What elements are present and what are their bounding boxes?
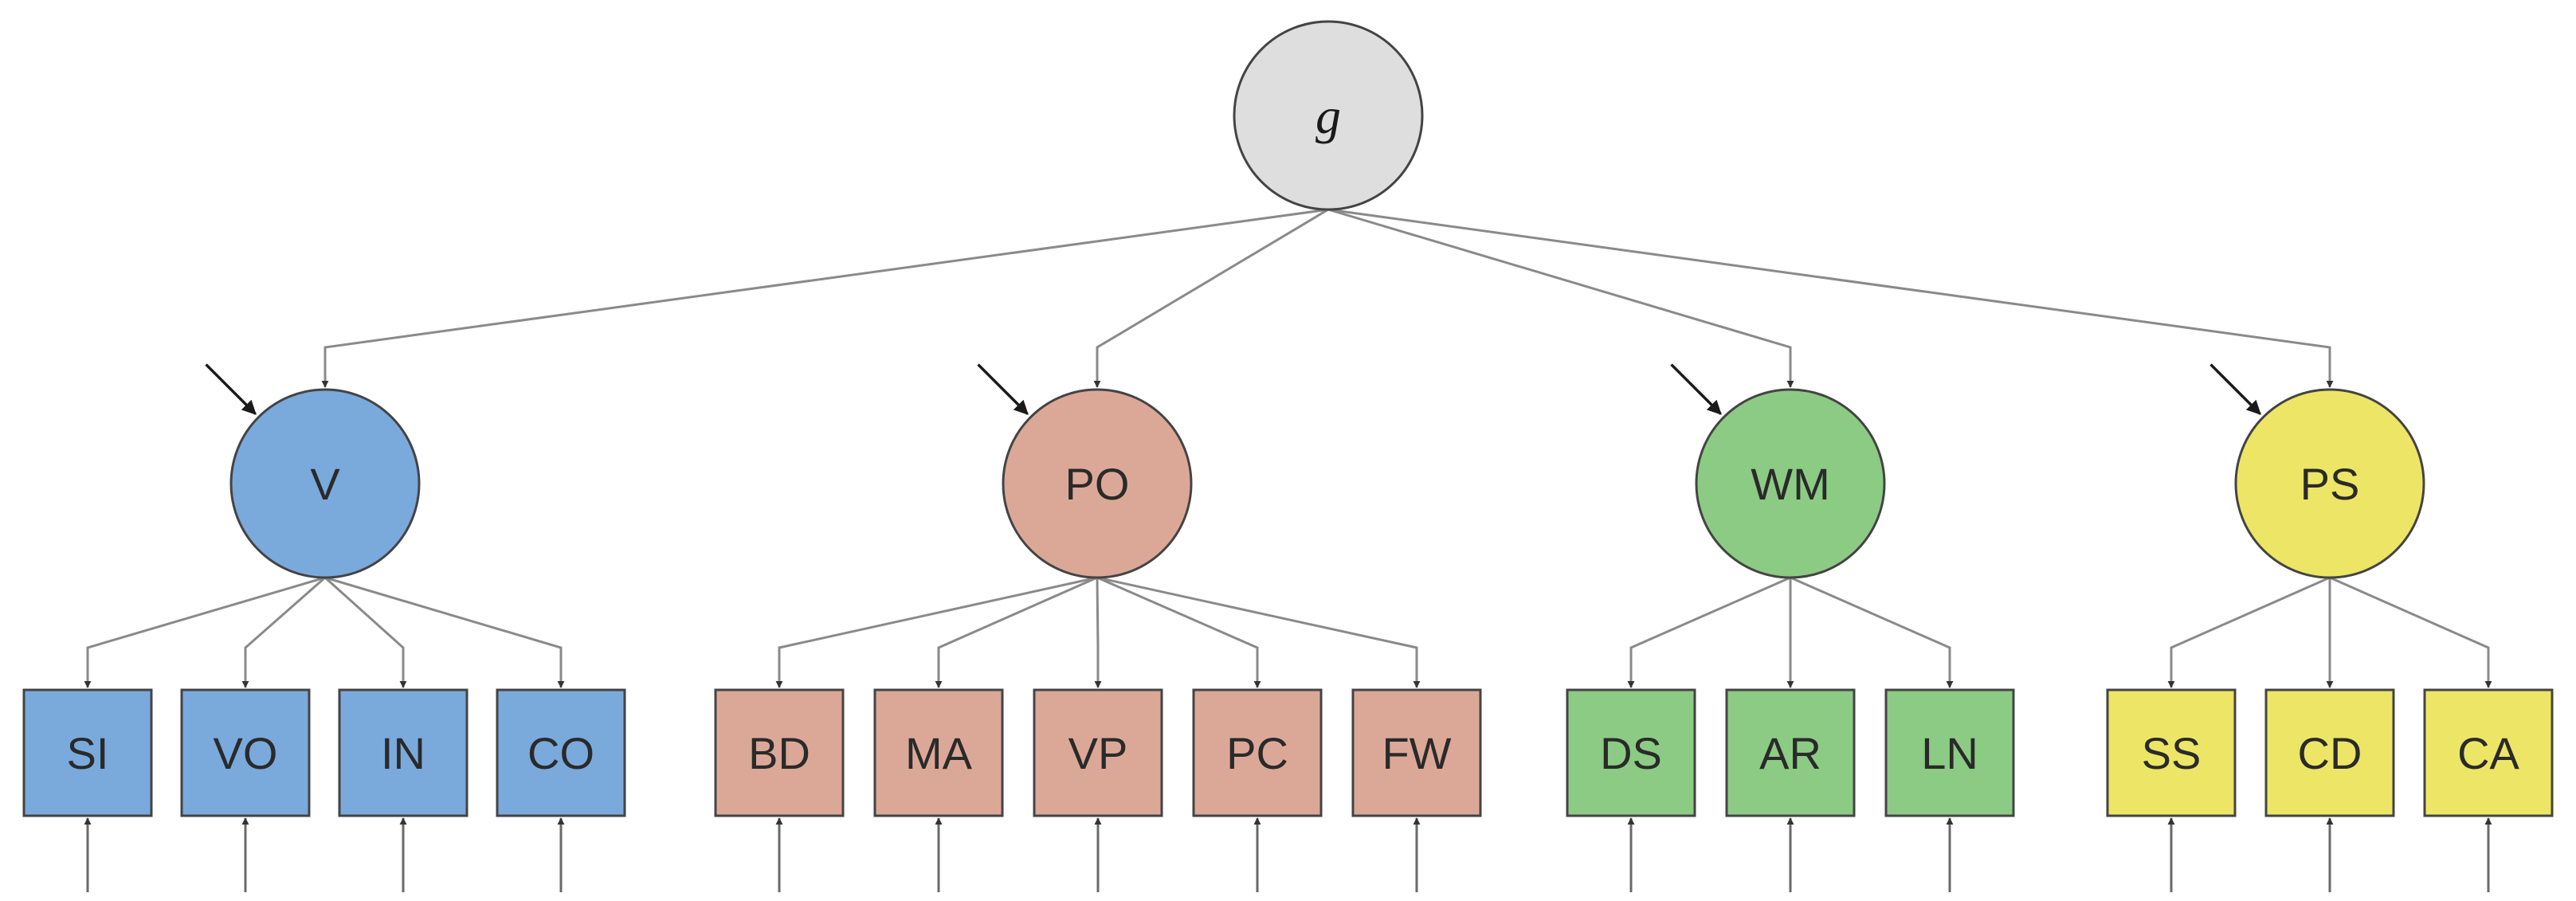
PO-to-BD-edge: [775, 576, 1098, 688]
subtest-label-VP: VP: [1068, 728, 1128, 778]
factor-circle-PS: [2234, 388, 2425, 579]
subtest-box-SS: [2106, 688, 2237, 817]
V-to-VO-edge: [241, 576, 326, 688]
subtest-label-LN: LN: [1921, 728, 1978, 778]
subtest-node-CA: CA: [2423, 688, 2554, 817]
factor-label-PO: PO: [1065, 459, 1130, 509]
subtest-box-MA: [873, 688, 1004, 817]
factor-node-PO: PO: [1002, 388, 1193, 579]
subtest-label-CD: CD: [2298, 728, 2362, 778]
subtest-label-PC: PC: [1226, 728, 1288, 778]
subtest-box-CD: [2264, 688, 2395, 817]
subtest-node-SS: SS: [2106, 688, 2237, 817]
subtest-label-FW: FW: [1382, 728, 1451, 778]
PO-to-FW-edge: [1096, 576, 1421, 688]
subtest-node-CD: CD: [2264, 688, 2395, 817]
general-factor-label: g: [1315, 88, 1341, 144]
factor-node-PS: PS: [2234, 388, 2425, 579]
PS-disturbance-arrow: [2209, 363, 2261, 415]
factor-circle-PO: [1002, 388, 1193, 579]
PS-to-SS-edge: [2167, 576, 2331, 688]
subtest-box-VO: [180, 688, 311, 817]
g-to-PS-edge: [1327, 208, 2334, 388]
subtest-box-AR: [1725, 688, 1856, 817]
subtest-node-BD: BD: [714, 688, 845, 817]
general-factor-node: g: [1233, 20, 1424, 211]
factor-circle-V: [229, 388, 421, 579]
subtest-node-MA: MA: [873, 688, 1004, 817]
V-disturbance-arrow: [205, 363, 257, 415]
subtest-node-DS: DS: [1566, 688, 1696, 817]
g-to-V-edge: [321, 208, 1329, 388]
factor-label-PS: PS: [2300, 459, 2360, 509]
subtest-node-CO: CO: [496, 688, 626, 817]
factor-circle-WM: [1695, 388, 1886, 579]
subtest-node-PC: PC: [1192, 688, 1323, 817]
factor-node-V: V: [229, 388, 421, 579]
subtest-label-BD: BD: [748, 728, 810, 778]
subtest-box-LN: [1884, 688, 2015, 817]
subtest-label-IN: IN: [381, 728, 425, 778]
subtest-label-SI: SI: [67, 728, 109, 778]
V-to-IN-edge: [323, 576, 407, 688]
g-to-PO-edge: [1093, 208, 1329, 388]
subtest-node-LN: LN: [1884, 688, 2015, 817]
subtest-node-AR: AR: [1725, 688, 1856, 817]
subtest-label-CO: CO: [527, 728, 594, 778]
subtest-box-PC: [1192, 688, 1323, 817]
subtest-label-CA: CA: [2457, 728, 2519, 778]
subtest-box-DS: [1566, 688, 1696, 817]
subtest-box-VP: [1033, 688, 1163, 817]
V-to-SI-edge: [84, 576, 326, 688]
PS-to-CA-edge: [2329, 576, 2492, 688]
subtest-label-AR: AR: [1759, 728, 1821, 778]
g-to-WM-edge: [1327, 208, 1794, 388]
PO-to-PC-edge: [1096, 576, 1261, 688]
subtest-box-CA: [2423, 688, 2554, 817]
WM-disturbance-arrow: [1670, 363, 1722, 415]
factor-label-V: V: [310, 459, 340, 509]
factor-label-WM: WM: [1751, 459, 1830, 509]
WM-to-DS-edge: [1627, 576, 1791, 688]
subtest-node-VP: VP: [1033, 688, 1163, 817]
subtest-box-BD: [714, 688, 845, 817]
subtest-label-VO: VO: [214, 728, 278, 778]
subtest-label-MA: MA: [905, 728, 973, 778]
subtest-box-SI: [22, 688, 153, 817]
subtest-node-VO: VO: [180, 688, 311, 817]
WM-to-LN-edge: [1790, 576, 1954, 688]
subtest-label-SS: SS: [2142, 728, 2202, 778]
subtest-label-DS: DS: [1600, 728, 1662, 778]
subtest-node-SI: SI: [22, 688, 153, 817]
subtest-box-CO: [496, 688, 626, 817]
nodes-layer: gV SI VO IN CO PO BD MA VP PC FW WM DS AR LN PS SS CD CA: [22, 20, 2554, 817]
subtest-node-IN: IN: [338, 688, 469, 817]
edges-layer: [84, 208, 2492, 892]
general-factor-circle: [1233, 20, 1424, 211]
PO-disturbance-arrow: [977, 363, 1029, 415]
PO-to-VP-edge: [1094, 577, 1102, 688]
subtest-node-FW: FW: [1351, 688, 1482, 817]
subtest-box-FW: [1351, 688, 1482, 817]
subtest-box-IN: [338, 688, 469, 817]
V-to-CO-edge: [324, 576, 565, 688]
PO-to-MA-edge: [935, 576, 1098, 688]
factor-node-WM: WM: [1695, 388, 1886, 579]
